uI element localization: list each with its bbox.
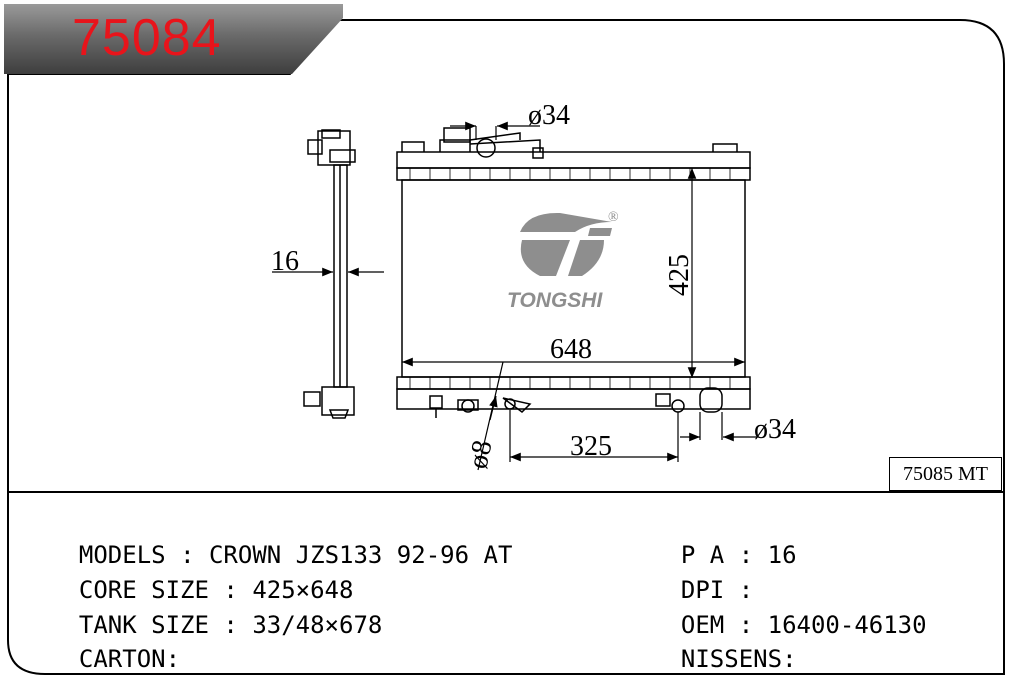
spec-label: MODELS <box>78 541 166 569</box>
spec-oem: OEM : 16400-46130 <box>652 589 927 637</box>
spec-sep: : <box>738 611 754 639</box>
side-view <box>303 129 356 419</box>
dim-16-label: 16 <box>271 246 299 277</box>
part-number-title: 75084 <box>72 9 222 67</box>
spec-value: 16400-46130 <box>767 611 927 639</box>
spec-pa: P A : 16 <box>652 519 797 567</box>
dim-phi34-bottom <box>680 412 758 442</box>
dim-325-label: 325 <box>570 431 612 462</box>
spec-label: OEM <box>680 611 725 639</box>
spec-label: NISSENS <box>680 645 783 673</box>
dim-phi34-top-label: ø34 <box>528 100 570 131</box>
title-banner <box>4 4 343 74</box>
spec-sep: : <box>782 645 797 673</box>
spec-label: CARTON <box>78 645 166 673</box>
sheet-frame <box>7 19 1005 675</box>
spec-carton: CARTON: <box>50 623 180 671</box>
spec-dpi: DPI : <box>652 554 768 602</box>
spec-sep: : <box>223 611 238 639</box>
spec-label: TANK SIZE <box>78 611 209 639</box>
spec-value: 425×648 <box>252 576 354 604</box>
spec-label: P A <box>680 541 725 569</box>
dim-phi8-label: ø8 <box>463 438 499 472</box>
tank-hatching <box>409 168 731 389</box>
spec-label: CORE SIZE <box>78 576 209 604</box>
dim-325 <box>509 410 679 462</box>
spec-core-size: CORE SIZE : 425×648 <box>50 554 354 604</box>
spec-nissens: NISSENS: <box>652 623 797 671</box>
spec-tank-size: TANK SIZE : 33/48×678 <box>50 589 382 637</box>
spec-models: MODELS : CROWN JZS133 92-96 AT <box>50 519 513 569</box>
spec-sep: : <box>738 576 754 604</box>
dim-648-label: 648 <box>550 334 592 365</box>
radiator-front <box>396 127 751 418</box>
spec-sep: : <box>165 645 181 673</box>
spec-label: DPI <box>680 576 725 604</box>
dim-phi8 <box>477 361 504 471</box>
spec-value: 16 <box>767 541 797 569</box>
tongshi-logo-icon <box>520 212 612 276</box>
logo-text: TONGSHI <box>507 289 603 312</box>
registered-mark: ® <box>608 210 619 225</box>
spec-sep: : <box>180 541 195 569</box>
spec-sep: : <box>223 576 238 604</box>
reference-box: 75085 MT <box>889 457 1002 491</box>
spec-sep: : <box>738 541 754 569</box>
dim-phi34-bottom-label: ø34 <box>754 414 796 445</box>
spec-value: CROWN JZS133 92-96 AT <box>208 541 513 569</box>
dim-phi34-top <box>450 121 540 140</box>
dim-425-label: 425 <box>664 254 695 296</box>
spec-value: 33/48×678 <box>252 611 383 639</box>
